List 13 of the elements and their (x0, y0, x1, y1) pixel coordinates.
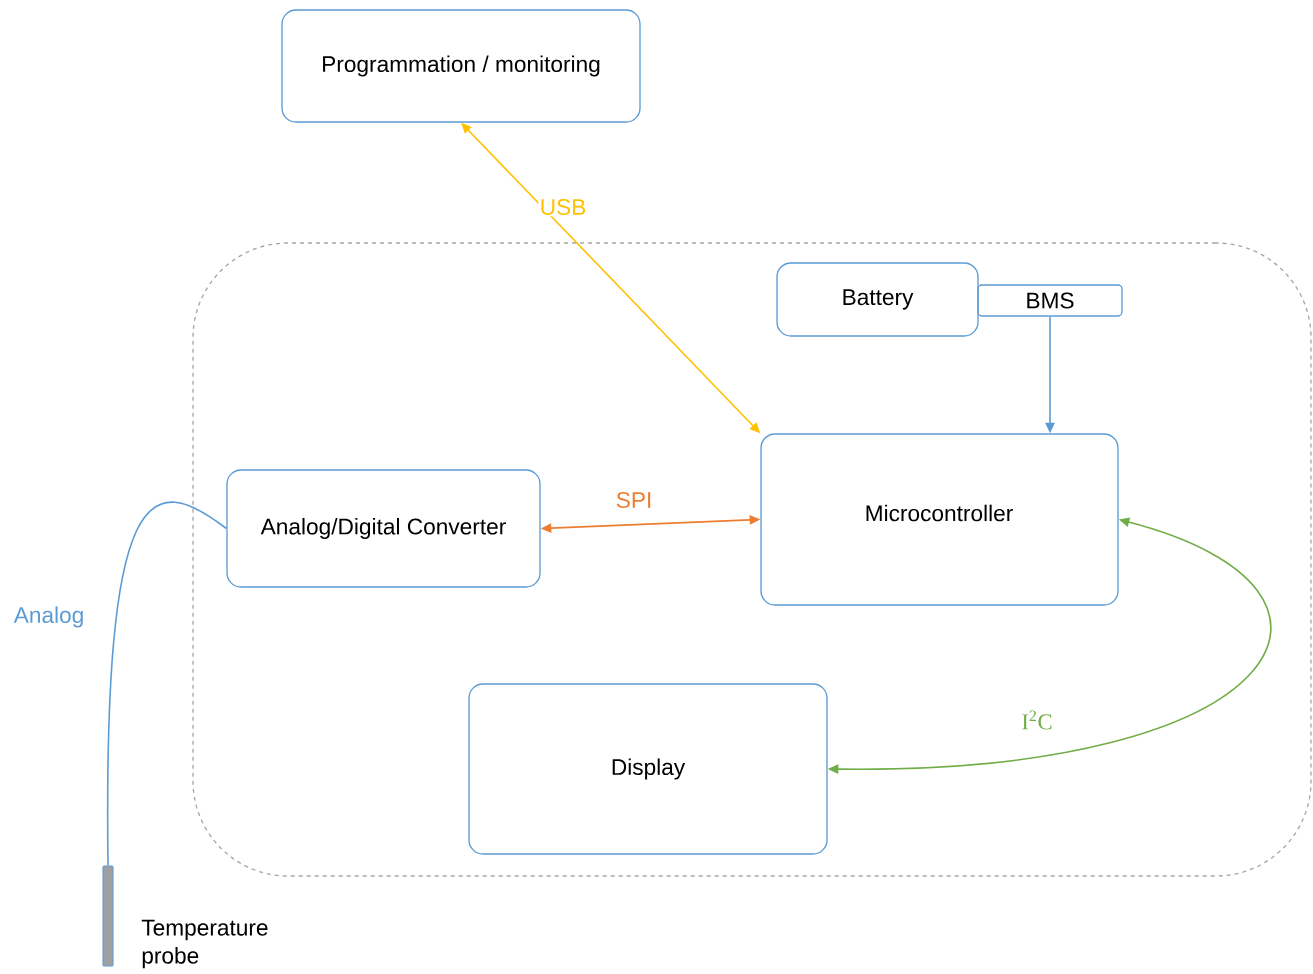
edge-label: I$^{2}$C (1020, 709, 1054, 731)
enclosure-box (192, 242, 1312, 877)
edge-label: SPI (614, 490, 654, 510)
block-box: Microcontroller (760, 433, 1119, 606)
block-box: Battery (776, 262, 979, 337)
edge-label: USB (538, 197, 588, 217)
block-box: Analog/Digital Converter (226, 469, 541, 588)
block-box: BMS (977, 284, 1123, 317)
block-box: Display (468, 683, 828, 855)
edge-label: Analog (12, 605, 86, 629)
probe-caption: Temperature probe (141, 919, 268, 969)
block-box: Programmation / monitoring (281, 9, 641, 123)
connector-line (107, 501, 228, 867)
